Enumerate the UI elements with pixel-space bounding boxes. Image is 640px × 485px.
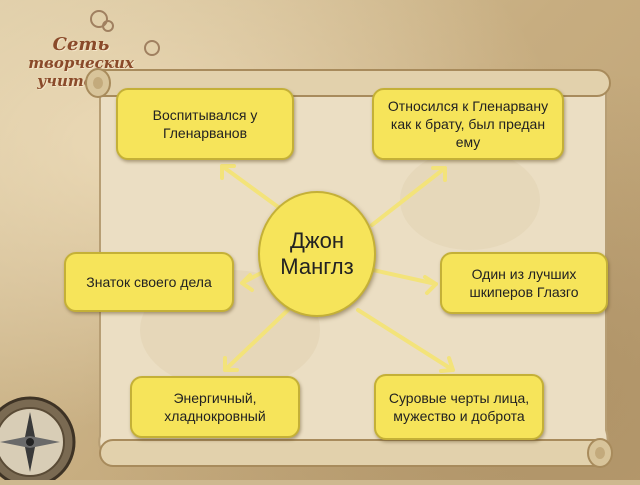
compass-icon (0, 396, 76, 485)
connector-arrow (223, 306, 292, 372)
node-label: Относился к Гленарвану как к брату, был … (387, 98, 549, 150)
arrowhead-icon (431, 166, 447, 182)
compass-decoration (0, 350, 90, 485)
connector-arrow (356, 308, 455, 372)
logo-ornament-icon (90, 10, 108, 28)
node-bottom-right: Суровые черты лица, мужество и доброта (374, 374, 544, 440)
logo-ornament-icon (102, 20, 114, 32)
node-mid-left: Знаток своего дела (64, 252, 234, 312)
connector-arrow (371, 268, 438, 286)
node-top-left: Воспитывался у Гленарванов (116, 88, 294, 160)
arrowhead-icon (439, 356, 455, 373)
node-label: Воспитывался у Гленарванов (152, 107, 258, 141)
logo-text-line: творческих (28, 54, 134, 72)
arrowhead-icon (220, 164, 236, 180)
logo-ornament-icon (144, 40, 160, 56)
arrowhead-icon (240, 273, 254, 292)
arrowhead-icon (423, 275, 438, 295)
node-top-right: Относился к Гленарвану как к брату, был … (372, 88, 564, 160)
node-label: Суровые черты лица, мужество и доброта (388, 390, 530, 424)
node-label: Знаток своего дела (86, 274, 212, 290)
node-label: Один из лучших шкиперов Глазго (469, 266, 579, 300)
central-node-label: Джон Манглз (280, 228, 354, 279)
logo-text-line: Сеть (52, 34, 110, 55)
connector-arrow (370, 166, 447, 227)
node-label: Энергичный, хладнокровный (164, 390, 266, 424)
node-mid-right: Один из лучших шкиперов Глазго (440, 252, 608, 314)
central-node: Джон Манглз (258, 191, 376, 317)
node-bottom-left: Энергичный, хладнокровный (130, 376, 300, 438)
arrowhead-icon (223, 356, 239, 372)
connector-arrow (220, 164, 287, 214)
